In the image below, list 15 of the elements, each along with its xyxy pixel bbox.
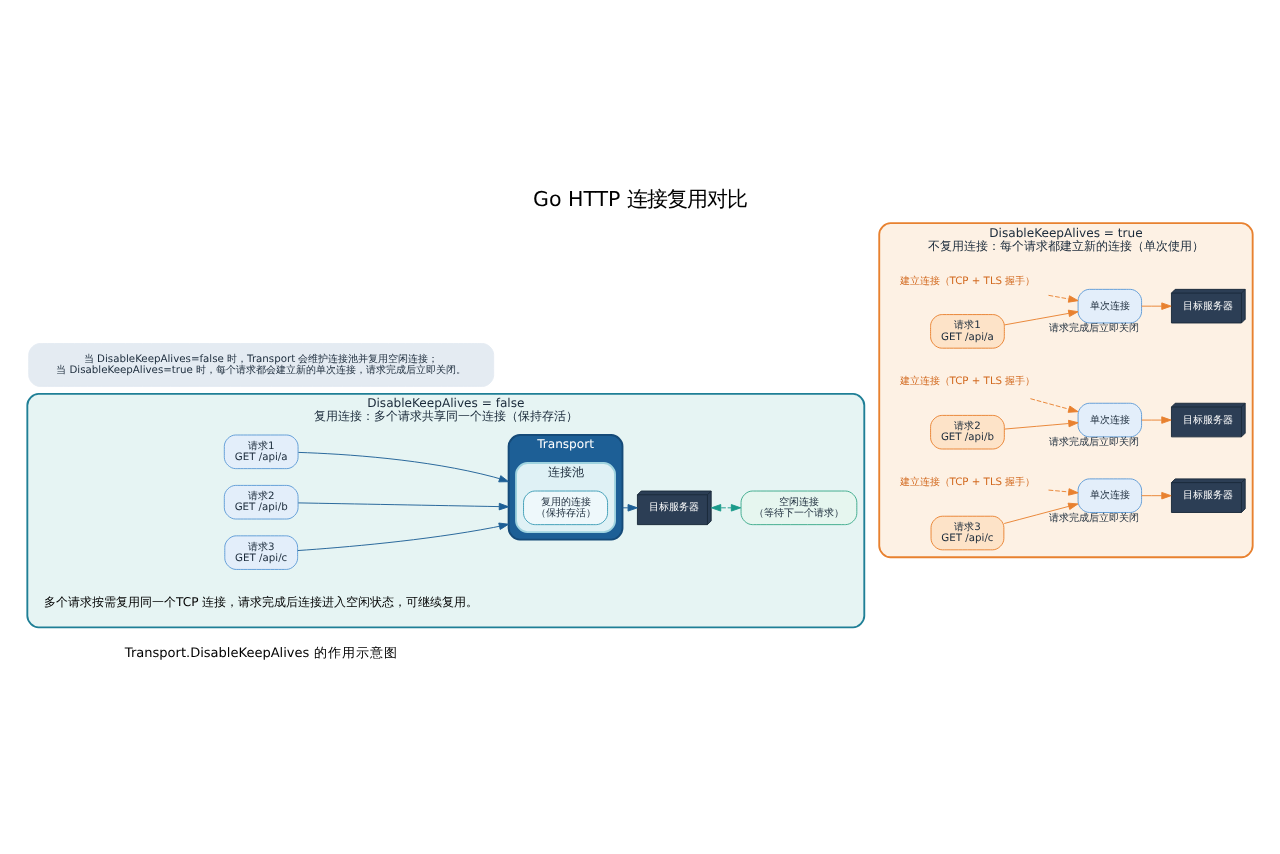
arrow [297, 501, 510, 510]
arrow [1004, 308, 1079, 325]
arrow [1048, 487, 1079, 495]
arrow [297, 450, 510, 482]
arrow [1003, 501, 1079, 523]
arrow [622, 503, 638, 511]
arrow [297, 521, 510, 550]
arrow [1004, 418, 1079, 429]
diagram-title: Go HTTP 连接复用对比 [533, 186, 747, 211]
arrow [1141, 490, 1172, 499]
arrow [1048, 293, 1079, 302]
arrow [1029, 397, 1079, 412]
arrow [1141, 301, 1172, 309]
arrow [710, 503, 742, 511]
arrow [1141, 415, 1172, 423]
